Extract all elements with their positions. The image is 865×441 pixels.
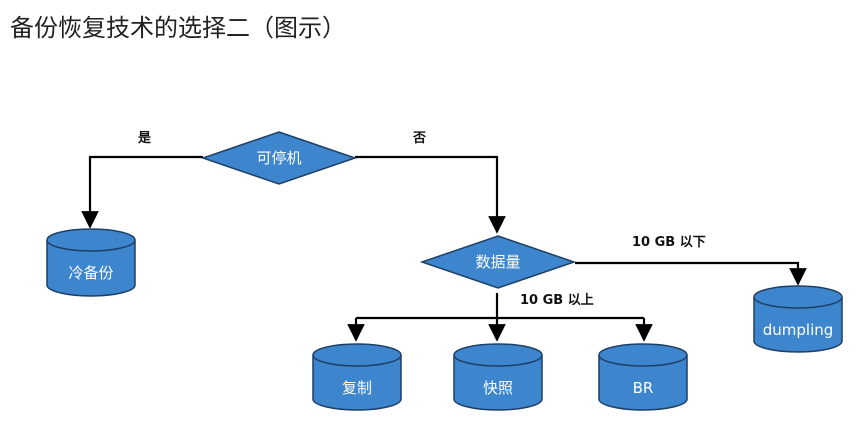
edge-no-to-data-volume — [355, 155, 506, 234]
decision-can-stop-label: 可停机 — [256, 149, 301, 167]
decision-data-volume-label: 数据量 — [475, 253, 520, 271]
edge-yes-to-cold-backup — [81, 155, 203, 229]
label-under-10gb: 10 GB 以下 — [632, 235, 706, 250]
label-yes: 是 — [137, 131, 152, 146]
edge-under-to-dumpling — [575, 261, 807, 286]
label-over-10gb: 10 GB 以上 — [520, 293, 594, 308]
storage-replication-label: 复制 — [342, 379, 372, 397]
storage-replication: 复制 — [312, 343, 402, 411]
storage-snapshot-label: 快照 — [483, 379, 513, 397]
storage-cold-backup-label: 冷备份 — [68, 264, 113, 282]
storage-snapshot: 快照 — [453, 343, 543, 411]
decision-data-volume: 数据量 — [419, 235, 577, 289]
page-title: 备份恢复技术的选择二（图示） — [10, 14, 346, 42]
storage-dumpling: dumpling — [753, 285, 843, 353]
storage-br-label: BR — [633, 379, 654, 397]
decision-can-stop: 可停机 — [200, 131, 358, 185]
storage-cold-backup: 冷备份 — [46, 228, 136, 297]
connectors — [81, 155, 807, 342]
label-no: 否 — [412, 131, 426, 146]
storage-br: BR — [598, 343, 688, 411]
storage-dumpling-label: dumpling — [763, 321, 834, 339]
